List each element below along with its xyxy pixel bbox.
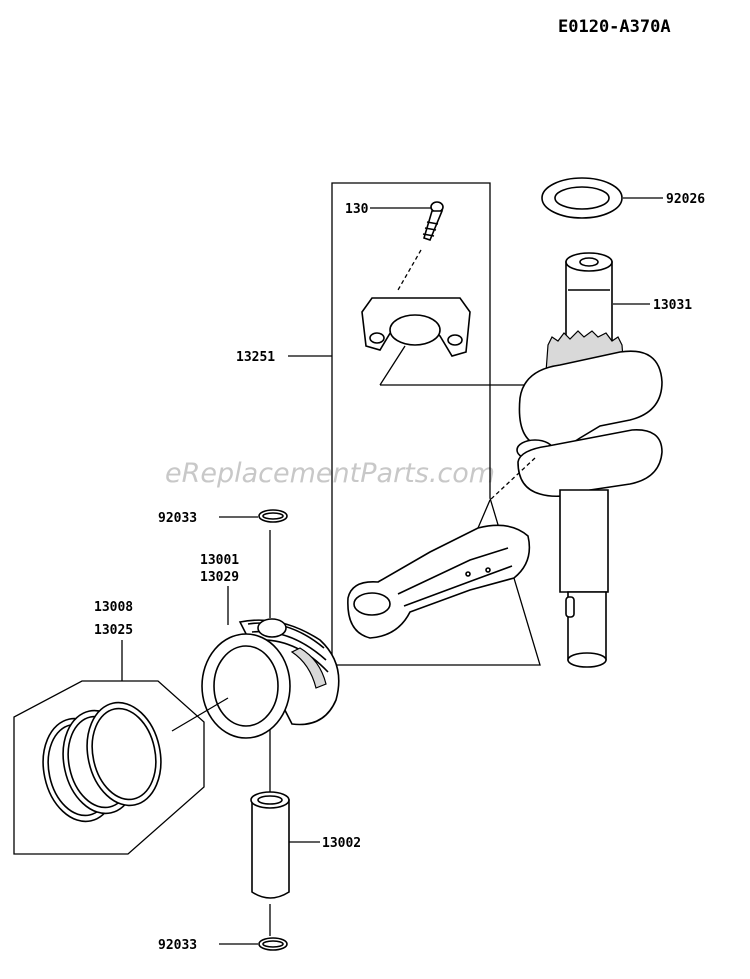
cap-guide-line [379, 345, 406, 386]
bracket-ring-set [13, 680, 205, 855]
piston[interactable] [201, 618, 340, 739]
callout-13025[interactable]: 13025 [94, 623, 133, 638]
bracket-13251 [331, 182, 541, 666]
diagram-code: E0120-A370A [558, 17, 671, 37]
bolt-130[interactable] [422, 201, 444, 241]
callout-92033-top[interactable]: 92033 [158, 511, 197, 526]
callout-13029[interactable]: 13029 [200, 570, 239, 585]
pin-guide-line [489, 457, 536, 501]
connecting-rod[interactable] [347, 524, 531, 639]
callout-13008[interactable]: 13008 [94, 600, 133, 615]
callout-92033-bottom[interactable]: 92033 [158, 938, 197, 953]
callout-130[interactable]: 130 [345, 202, 369, 217]
callout-92026[interactable]: 92026 [666, 192, 705, 207]
snap-ring-top[interactable] [258, 509, 288, 523]
rod-guide-line [477, 499, 491, 529]
ring-set-guide [171, 697, 229, 732]
rod-cap[interactable] [361, 297, 471, 357]
crankshaft-13031[interactable] [516, 252, 663, 668]
callout-13002[interactable]: 13002 [322, 836, 361, 851]
callout-13031[interactable]: 13031 [653, 298, 692, 313]
piston-rings[interactable] [34, 696, 170, 829]
callout-13251[interactable]: 13251 [236, 350, 275, 365]
callout-13001[interactable]: 13001 [200, 553, 239, 568]
piston-pin[interactable] [250, 791, 290, 899]
bolt-guide-line [397, 249, 422, 291]
watermark: eReplacementParts.com [165, 458, 495, 489]
snap-ring-bottom[interactable] [258, 937, 288, 951]
washer-92026[interactable] [541, 177, 623, 219]
